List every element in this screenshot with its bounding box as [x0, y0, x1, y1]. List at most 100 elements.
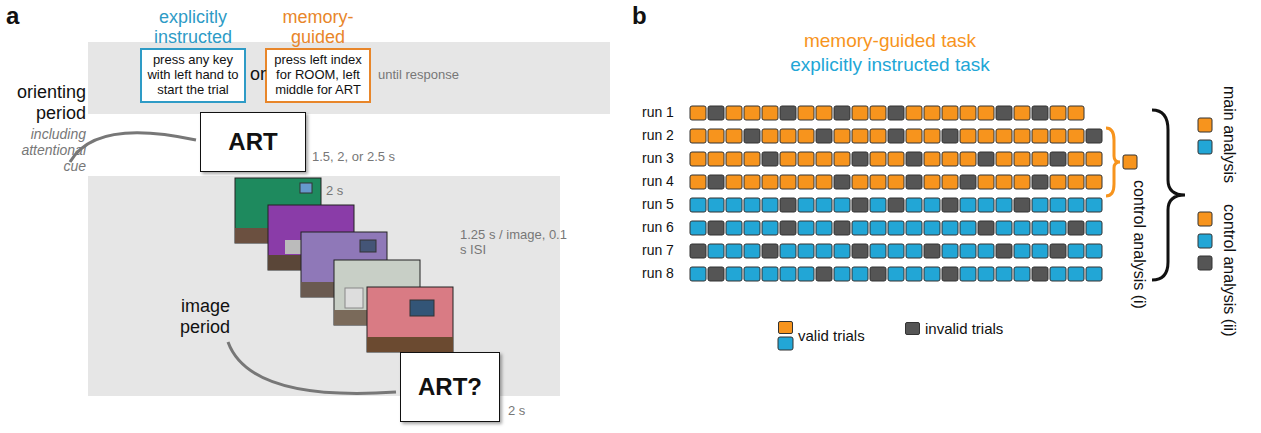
trial-tile	[1086, 152, 1102, 166]
trial-tile	[744, 221, 760, 235]
trial-tile	[978, 267, 994, 281]
trial-tile	[996, 175, 1012, 189]
trial-tile	[762, 198, 778, 212]
trial-tile	[1050, 129, 1066, 143]
trial-tile	[1032, 175, 1048, 189]
trial-tile	[1050, 267, 1066, 281]
trial-tile	[798, 106, 814, 120]
trial-tile	[906, 106, 922, 120]
trial-tile	[780, 175, 796, 189]
trial-tile	[780, 129, 796, 143]
trial-tile	[1050, 198, 1066, 212]
analysis-square	[1198, 118, 1212, 132]
trial-tile	[726, 221, 742, 235]
analysis-square	[1198, 234, 1212, 248]
room-image	[367, 287, 453, 352]
trial-tile	[942, 152, 958, 166]
trial-tile	[1014, 267, 1030, 281]
trial-tile	[708, 244, 724, 258]
trial-tile	[726, 244, 742, 258]
room-image	[300, 183, 312, 193]
trial-tile	[1050, 221, 1066, 235]
trial-tile	[834, 267, 850, 281]
trial-tile	[726, 106, 742, 120]
run-label: run 3	[642, 150, 674, 166]
trial-tile	[888, 129, 904, 143]
trial-tile	[852, 106, 868, 120]
trial-tile	[708, 221, 724, 235]
trial-tile	[1014, 129, 1030, 143]
or-label: or	[250, 64, 266, 85]
trial-tile	[744, 152, 760, 166]
trial-tile	[978, 198, 994, 212]
trial-tile	[1032, 152, 1048, 166]
trial-tile	[726, 152, 742, 166]
trial-tile	[960, 198, 976, 212]
trial-tile	[942, 221, 958, 235]
trial-tile	[816, 175, 832, 189]
trial-tile	[1068, 221, 1084, 235]
box-text: ART?	[418, 373, 482, 401]
trial-tile	[960, 244, 976, 258]
legend-text: invalid trials	[925, 320, 1003, 337]
panel-letter: b	[632, 2, 647, 30]
trial-tile	[690, 129, 706, 143]
trial-tile	[1014, 152, 1030, 166]
run-label: run 6	[642, 219, 674, 235]
trial-tile	[744, 267, 760, 281]
trial-tile	[888, 152, 904, 166]
trial-tile	[816, 152, 832, 166]
trial-tile	[762, 267, 778, 281]
room-image	[345, 288, 363, 308]
trial-tile	[690, 244, 706, 258]
room-image	[360, 240, 376, 252]
trial-tile	[942, 175, 958, 189]
trial-tile	[708, 175, 724, 189]
trial-tile	[780, 244, 796, 258]
trial-tile	[726, 175, 742, 189]
trial-tile	[708, 267, 724, 281]
duration-label: 1.25 s / image, 0.1 s ISI	[460, 228, 570, 258]
trial-tile	[996, 267, 1012, 281]
trial-tile	[888, 267, 904, 281]
run-label: run 2	[642, 127, 674, 143]
period-label: orienting period	[4, 82, 86, 123]
trial-tile	[924, 129, 940, 143]
box-text: press any key with left hand to start th…	[146, 53, 240, 98]
trial-tile	[1086, 198, 1102, 212]
trial-tile	[978, 175, 994, 189]
trial-tile	[906, 152, 922, 166]
trial-tile	[978, 106, 994, 120]
trial-tile	[816, 244, 832, 258]
trial-tile	[996, 152, 1012, 166]
bracket	[1106, 128, 1120, 196]
trial-tile	[762, 129, 778, 143]
trial-tile	[1068, 175, 1084, 189]
trial-tile	[744, 244, 760, 258]
trial-tile	[870, 198, 886, 212]
trial-tile	[780, 267, 796, 281]
trial-tile	[924, 221, 940, 235]
trial-tile	[1032, 244, 1048, 258]
cue-card: ART?	[400, 352, 500, 422]
trial-tile	[690, 198, 706, 212]
trial-tile	[942, 129, 958, 143]
trial-tile	[708, 106, 724, 120]
trial-tile	[708, 198, 724, 212]
trial-tile	[960, 152, 976, 166]
trial-tile	[924, 106, 940, 120]
trial-tile	[690, 221, 706, 235]
trial-tile	[1032, 267, 1048, 281]
trial-tile	[834, 129, 850, 143]
room-image	[367, 337, 453, 352]
trial-tile	[870, 152, 886, 166]
trial-tile	[798, 152, 814, 166]
analysis-label: main analysis	[1220, 86, 1238, 183]
orienting-band	[88, 42, 610, 114]
trial-tile	[978, 221, 994, 235]
trial-tile	[924, 267, 940, 281]
analysis-square	[1123, 155, 1137, 169]
trial-tile	[726, 267, 742, 281]
trial-tile	[744, 175, 760, 189]
trial-tile	[1032, 106, 1048, 120]
